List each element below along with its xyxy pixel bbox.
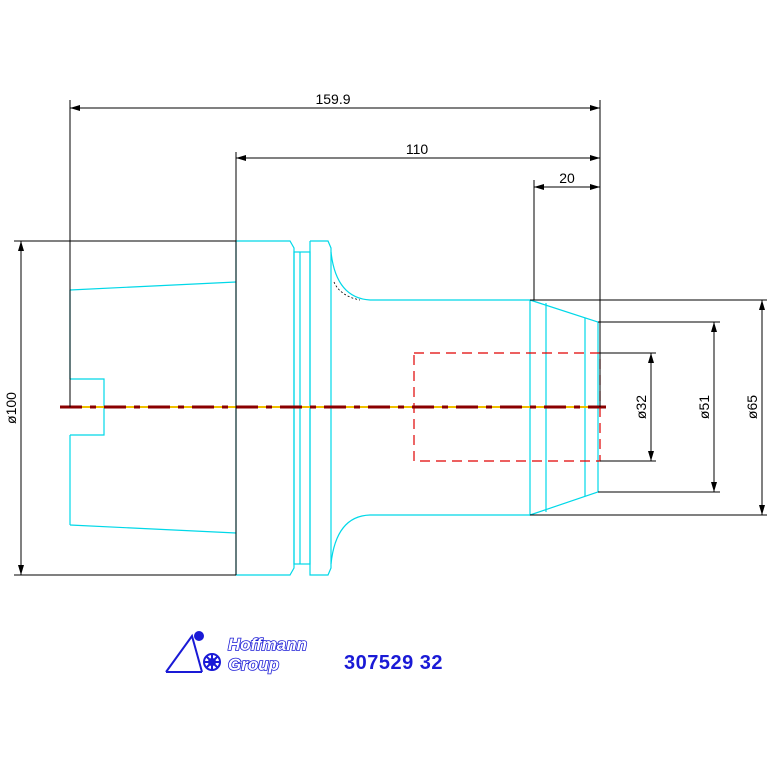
dim-nose-length: 20: [559, 170, 575, 186]
logo-line2: Group: [228, 655, 279, 674]
shank-lower: [330, 514, 530, 565]
collar: [309, 240, 332, 576]
socket-lower-edge: [69, 524, 237, 534]
arrowheads: [18, 105, 765, 575]
socket-upper-edge: [69, 281, 237, 291]
fillet-detail: [333, 281, 361, 301]
dim-overall-length: 159.9: [315, 91, 350, 107]
dim-shank-diameter: ø65: [744, 395, 760, 419]
dim-flange-diameter: ø100: [3, 392, 19, 424]
dimension-lines: [14, 100, 767, 576]
part-number: 307529 32: [344, 652, 444, 674]
dim-body-length: 110: [406, 141, 429, 157]
logo-emblem-icon: [165, 631, 221, 673]
dim-nose-diameter: ø51: [696, 395, 712, 419]
shank-upper: [330, 251, 530, 301]
logo-line1: Hoffmann: [228, 635, 307, 654]
dim-bore-diameter: ø32: [633, 395, 649, 419]
hoffmann-group-logo: Hoffmann Group: [165, 631, 308, 675]
